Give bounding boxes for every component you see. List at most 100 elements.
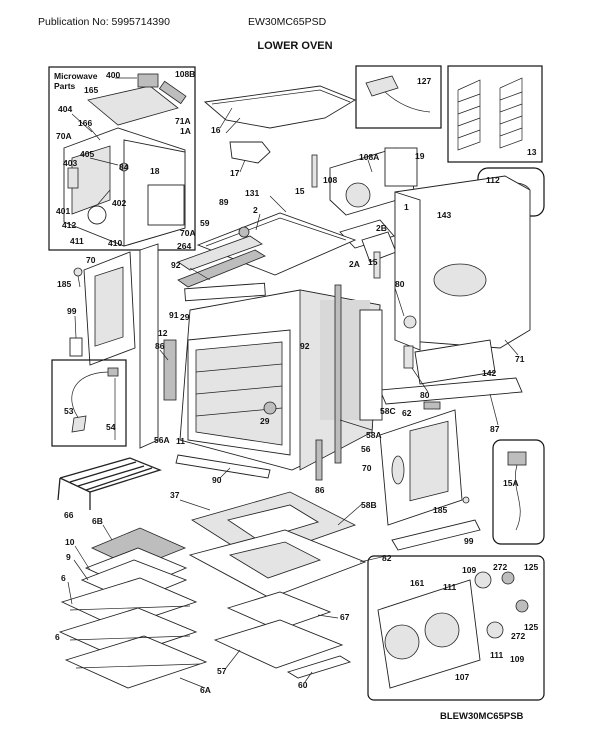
left-door-group <box>69 243 159 449</box>
mw-top-panel <box>87 85 179 126</box>
oven-cavity <box>163 284 383 481</box>
vent-trim-264 <box>177 249 266 288</box>
blower-wheel-108 <box>345 182 371 208</box>
part-127-inset <box>355 65 442 129</box>
callout-405: 405 <box>80 149 94 159</box>
callout-13: 13 <box>527 147 537 157</box>
callout-142: 142 <box>482 368 496 378</box>
callout-58C: 58C <box>380 406 396 416</box>
callout-143: 143 <box>437 210 451 220</box>
back-panel-cutout <box>433 263 487 297</box>
callout-2: 2 <box>253 205 258 215</box>
fan-grille-left <box>384 624 420 660</box>
mw-panel-70A <box>147 184 185 226</box>
callout-15-lower: 15 <box>368 257 378 267</box>
callout-82: 82 <box>382 553 392 563</box>
callout-58A: 58A <box>366 430 382 440</box>
part-17 <box>229 141 271 164</box>
callout-87: 87 <box>490 424 500 434</box>
part-16-group <box>203 85 357 164</box>
insulation-58B-cutout <box>226 504 320 541</box>
callout-66: 66 <box>64 510 74 520</box>
post-58A <box>334 284 342 464</box>
callout-92-right: 92 <box>300 341 310 351</box>
insulation-58C <box>359 309 383 421</box>
callout-70-right: 70 <box>362 463 372 473</box>
element-67 <box>226 591 332 631</box>
callout-109-upper: 109 <box>462 565 476 575</box>
hinge-86 <box>163 339 177 401</box>
fan-blade-109 <box>474 571 492 589</box>
rail-87 <box>379 377 523 405</box>
callout-402: 402 <box>112 198 126 208</box>
callout-410: 410 <box>108 238 122 248</box>
bracket-142 <box>414 339 496 385</box>
rack-6-upper <box>60 577 198 629</box>
callout-71: 71 <box>515 354 525 364</box>
bar-90 <box>175 454 271 479</box>
callout-80-lower: 80 <box>420 390 430 400</box>
callout-56: 56 <box>361 444 371 454</box>
inset-title-line1: Microwave <box>54 71 98 81</box>
callout-6A: 6A <box>200 685 211 695</box>
mw-part-412 <box>87 205 107 225</box>
bake-element-66 <box>57 457 162 510</box>
callout-70A-bot: 70A <box>180 228 196 238</box>
callout-2A: 2A <box>349 259 360 269</box>
callout-108B: 108B <box>175 69 195 79</box>
callout-60: 60 <box>298 680 308 690</box>
callout-57: 57 <box>217 666 227 676</box>
callout-107: 107 <box>455 672 469 682</box>
leader-lines <box>67 117 519 689</box>
callout-37: 37 <box>170 490 180 500</box>
cover-57 <box>213 619 344 669</box>
model-number: EW30MC65PSD <box>248 16 327 28</box>
part-54 <box>71 415 87 433</box>
rack-guides-13 <box>457 77 523 151</box>
diagram-code: BLEW30MC65PSB <box>440 711 524 722</box>
callout-29-lower: 29 <box>260 416 270 426</box>
bottom-tray-center <box>228 541 322 579</box>
door-window <box>94 266 124 347</box>
part-80-upper <box>403 315 417 329</box>
callout-53: 53 <box>64 406 74 416</box>
part-15A-inset <box>492 439 545 545</box>
part-15-sensor <box>311 154 318 188</box>
callout-17: 17 <box>230 168 240 178</box>
callout-70-left: 70 <box>86 255 96 265</box>
back-panel-side <box>394 191 421 351</box>
door-window-right <box>409 420 449 502</box>
door-handle-slot <box>391 455 405 485</box>
callout-62: 62 <box>402 408 412 418</box>
inset-title-line2: Parts <box>54 81 76 91</box>
callout-67: 67 <box>340 612 350 622</box>
part-59 <box>177 235 263 271</box>
callout-29-upper: 29 <box>180 312 190 322</box>
rack-6-middle <box>58 607 198 659</box>
rack-6A <box>64 635 208 689</box>
callout-70A-top: 70A <box>56 131 72 141</box>
callout-1: 1 <box>404 202 409 212</box>
callout-400: 400 <box>106 70 120 80</box>
bracket-60 <box>286 655 352 679</box>
callout-16: 16 <box>211 125 221 135</box>
cavity-interior <box>195 341 283 446</box>
callout-59: 59 <box>200 218 210 228</box>
callout-125-upper: 125 <box>524 562 538 572</box>
callout-99-right: 99 <box>464 536 474 546</box>
hinge-86-right <box>315 439 323 481</box>
callout-166: 166 <box>78 118 92 128</box>
part-62 <box>423 401 441 410</box>
callout-165: 165 <box>84 85 98 95</box>
part-29-light <box>263 401 277 415</box>
right-door-group <box>379 409 481 551</box>
part-19 <box>384 147 418 187</box>
callout-264: 264 <box>177 241 191 251</box>
callout-185-right: 185 <box>433 505 447 515</box>
callout-125-lower: 125 <box>524 622 538 632</box>
screw-185-right <box>462 496 470 504</box>
oven-racks <box>58 527 208 689</box>
microwave-parts-inset: Microwave Parts <box>48 66 196 251</box>
back-panel-group <box>379 175 531 410</box>
